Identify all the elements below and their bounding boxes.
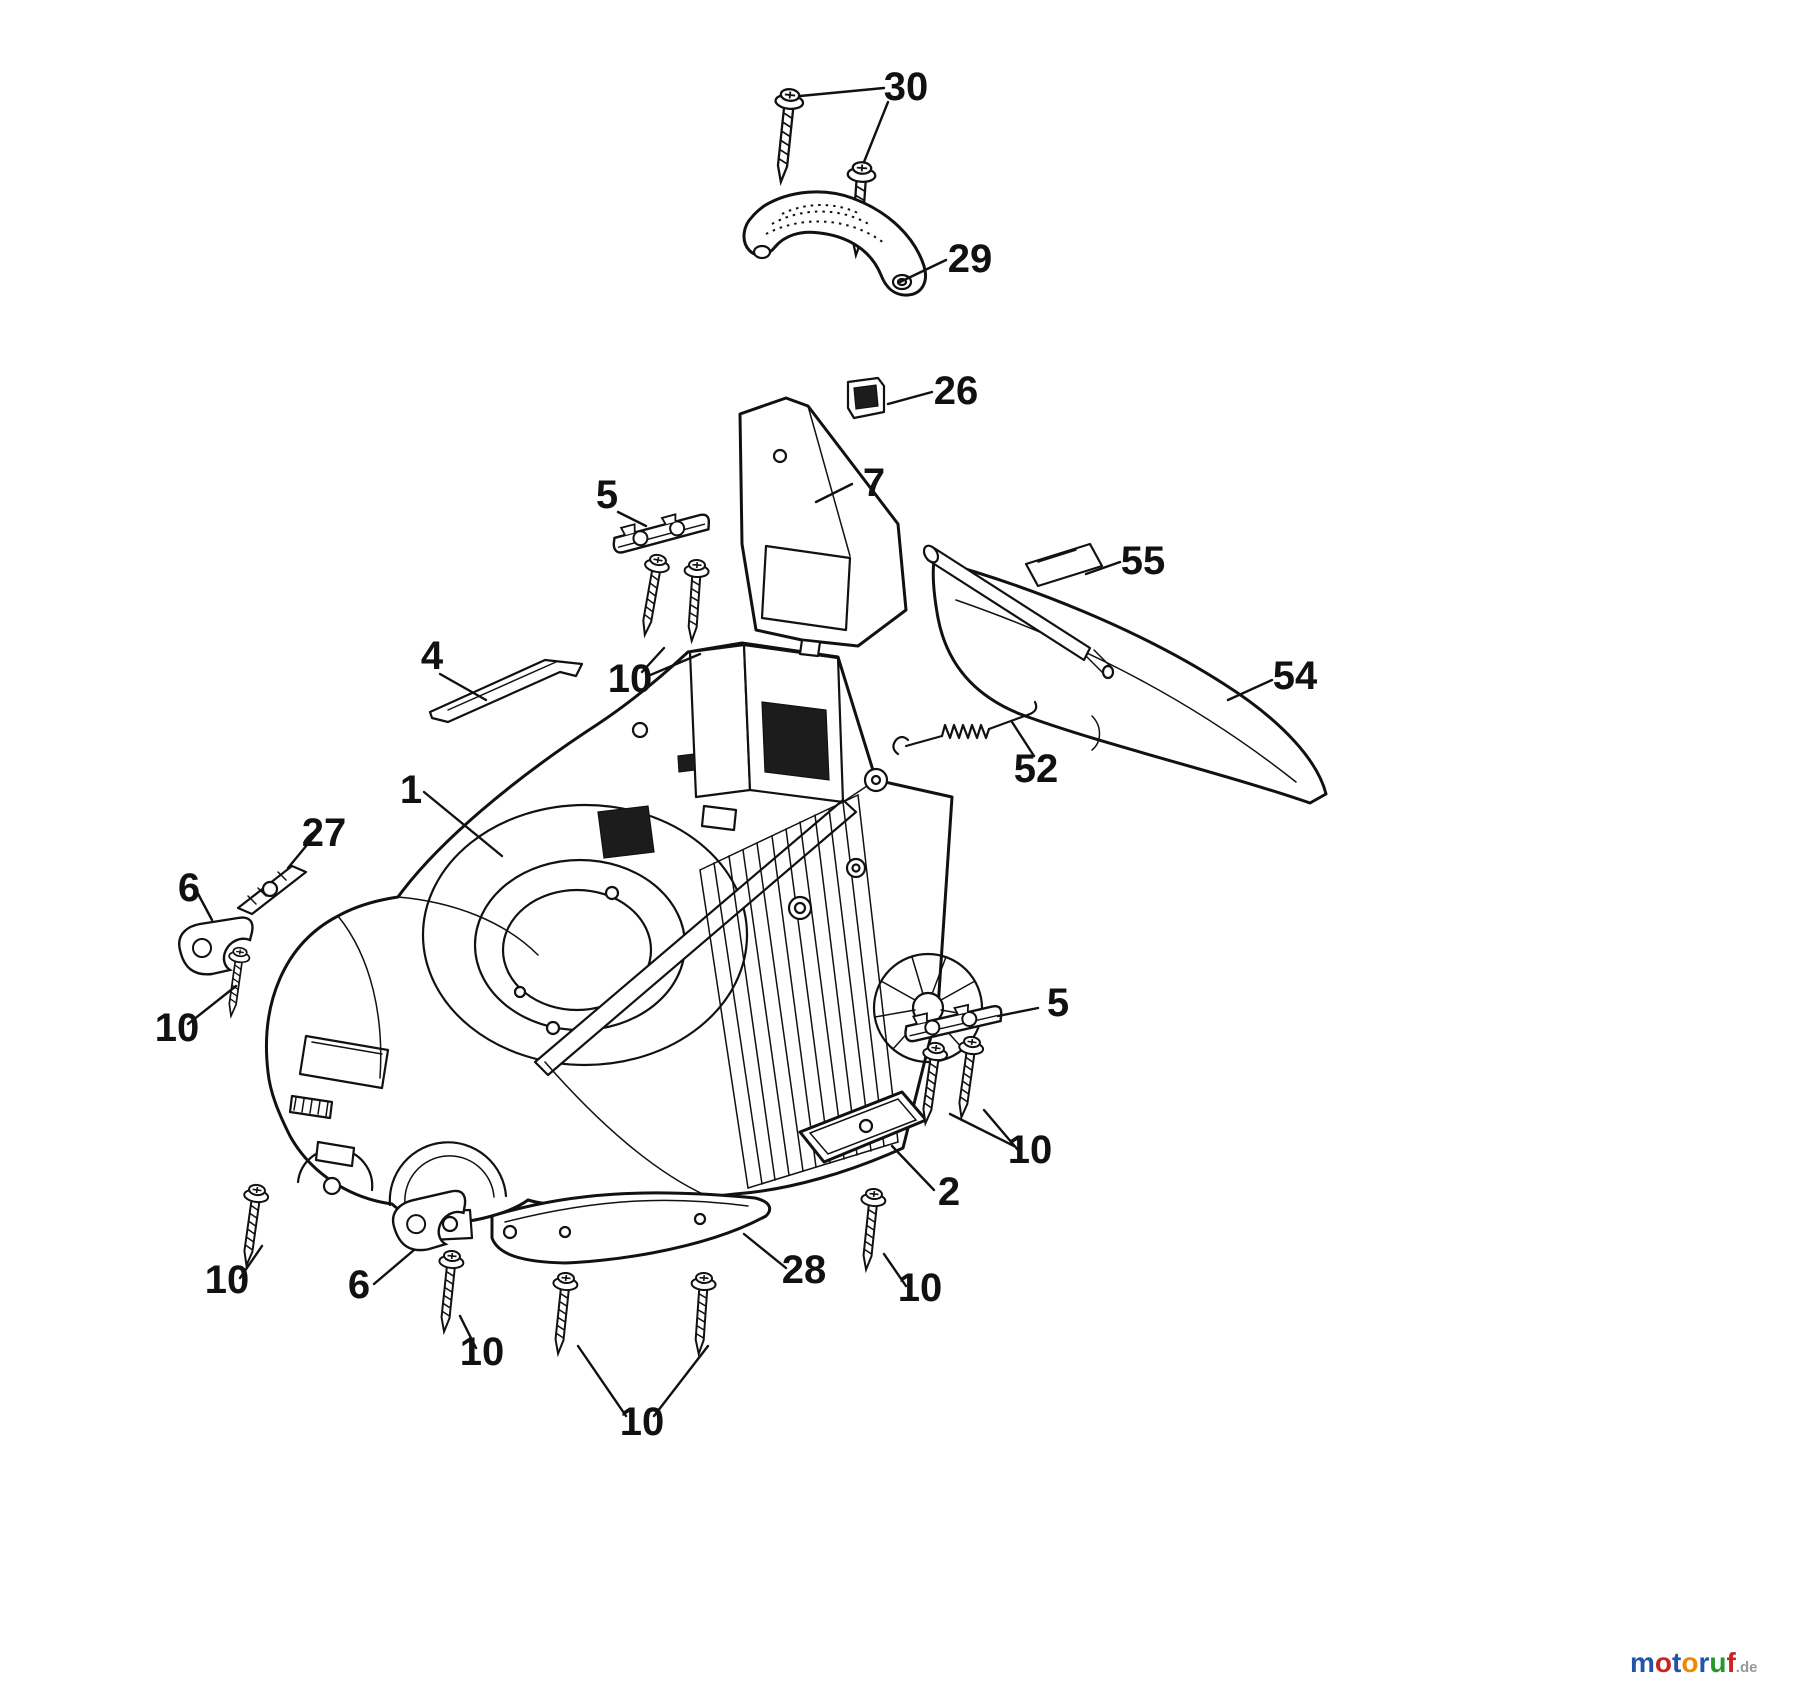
part-29-handle	[742, 190, 927, 297]
wm-letter-t: t	[1672, 1647, 1681, 1678]
callout-labels: 30 29 26 7 5 55 10 4 54 52 1 27 6 10 5 1…	[155, 65, 1318, 1444]
callout-27: 27	[302, 811, 347, 855]
wm-letter-u: u	[1709, 1647, 1726, 1678]
callout-7: 7	[863, 461, 885, 505]
wm-letter-m: m	[1630, 1647, 1655, 1678]
callout-55: 55	[1121, 539, 1166, 583]
callout-4: 4	[421, 634, 444, 678]
callout-10-d: 10	[898, 1266, 943, 1310]
wm-tld: .de	[1736, 1659, 1758, 1676]
callout-10-b: 10	[155, 1006, 200, 1050]
part-7-panel	[738, 396, 908, 658]
callout-6-left: 6	[178, 866, 200, 910]
part-55-sticker	[1024, 542, 1104, 588]
part-52-spring	[892, 700, 1038, 756]
callout-5-left: 5	[596, 473, 618, 517]
callout-30: 30	[884, 65, 929, 109]
callout-28: 28	[782, 1248, 827, 1292]
drawing	[178, 86, 1328, 1356]
callout-10-e: 10	[205, 1258, 250, 1302]
callout-54: 54	[1273, 654, 1318, 698]
watermark-motoruf: motoruf.de	[1630, 1647, 1757, 1678]
callout-6-bottom: 6	[348, 1263, 370, 1307]
callout-1: 1	[400, 768, 422, 812]
callout-10-a: 10	[608, 657, 653, 701]
callout-2: 2	[938, 1170, 960, 1214]
callout-29: 29	[948, 237, 993, 281]
callout-10-g: 10	[620, 1400, 665, 1444]
wm-letter-o2: o	[1681, 1647, 1698, 1678]
part-54-discharge-cover	[922, 544, 1328, 805]
leader-lines	[186, 86, 1274, 1418]
callout-52: 52	[1014, 747, 1059, 791]
callout-10-c: 10	[1008, 1128, 1053, 1172]
part-1-deck-housing	[265, 641, 984, 1242]
callout-26: 26	[934, 369, 979, 413]
part-5-bracket-left	[608, 504, 713, 556]
part-27-strip	[236, 864, 308, 916]
callout-5-right: 5	[1047, 981, 1069, 1025]
wm-letter-o1: o	[1655, 1647, 1672, 1678]
part-28-tray	[490, 1191, 772, 1265]
part-4-trim-strip	[428, 658, 584, 724]
watermark-text: motoruf.de	[1630, 1647, 1757, 1678]
wm-letter-r: r	[1698, 1647, 1709, 1678]
callout-10-f: 10	[460, 1330, 505, 1374]
part-26-block	[846, 376, 886, 420]
wm-letter-f: f	[1726, 1647, 1736, 1678]
